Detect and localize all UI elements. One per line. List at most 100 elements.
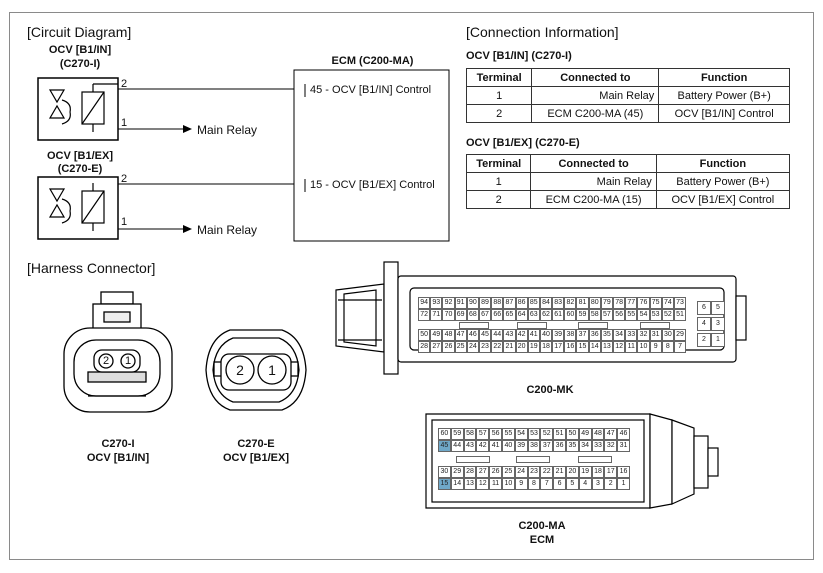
pin-cell: 90: [466, 297, 479, 309]
pin-cell: 43: [463, 440, 477, 452]
pin-cell: 1: [617, 478, 630, 490]
ocv-in-pin-1: 1: [121, 117, 128, 129]
pin-cell: 5: [565, 478, 579, 490]
pin-cell: 54: [637, 309, 650, 321]
pin-cell: 82: [564, 297, 577, 309]
pin-cell: 38: [564, 329, 577, 341]
keying-slot: [517, 322, 547, 329]
c270-i-label: C270-I: [101, 438, 135, 450]
pin-cell: 31: [617, 440, 630, 452]
cell-terminal: 1: [465, 86, 533, 105]
pin-cell: 72: [418, 309, 431, 321]
pin-cell: 50: [418, 329, 431, 341]
table-ex-title: OCV [B1/EX] (C270-E): [466, 137, 580, 149]
pin-cell: 79: [600, 297, 613, 309]
pin-cell: 39: [514, 440, 528, 452]
pin-cell: 93: [430, 297, 443, 309]
pin-cell: 41: [527, 329, 540, 341]
pin-cell: 14: [588, 341, 601, 353]
pin-cell: 44: [491, 329, 504, 341]
pin-cell: 56: [613, 309, 626, 321]
pin-cell: 39: [552, 329, 565, 341]
c270-e-label: C270-E: [237, 438, 275, 450]
pin-cell: 33: [625, 329, 638, 341]
c200-ma-sublabel: ECM: [529, 534, 555, 546]
pin-cell: 29: [450, 466, 464, 478]
pin-cell: 70: [442, 309, 455, 321]
pin-cell: 32: [604, 440, 618, 452]
pin-cell: 29: [673, 329, 687, 341]
col-function: Function: [658, 68, 790, 87]
pin-cell: 37: [576, 329, 589, 341]
pin-cell: 89: [478, 297, 492, 309]
c270-i-sublabel: OCV [B1/IN]: [86, 452, 150, 464]
pin-cell: 33: [591, 440, 605, 452]
pin-cell: 88: [491, 297, 504, 309]
pin-cell: 8: [661, 341, 674, 353]
c270-e-pin-2: 2: [236, 362, 244, 378]
c200-mk-label: C200-MK: [526, 384, 574, 396]
cell-connected-to: Main Relay: [530, 172, 657, 191]
c270-e-connector-drawing: [205, 329, 307, 411]
cell-function: Battery Power (B+): [655, 172, 791, 191]
pin-cell: 37: [540, 440, 554, 452]
pin-cell: 19: [527, 341, 540, 353]
cell-connected-to: Main Relay: [531, 86, 660, 105]
pin-cell: 83: [552, 297, 565, 309]
pin-cell: 30: [438, 466, 451, 478]
pin-cell: 69: [454, 309, 467, 321]
pin-cell: 71: [430, 309, 443, 321]
cell-connected-to: ECM C200-MA (45): [531, 104, 660, 123]
pin-cell: 52: [661, 309, 674, 321]
pin-cell: 62: [539, 309, 553, 321]
pin-cell: 10: [637, 341, 650, 353]
pin-cell: 65: [503, 309, 516, 321]
pin-cell: 20: [565, 466, 579, 478]
ocv-in-valve-symbol: [48, 83, 118, 132]
table-header-row: Terminal Connected to Function: [465, 154, 791, 173]
pin-cell: 18: [539, 341, 553, 353]
c200-ma-label: C200-MA: [518, 520, 566, 532]
ocv-ex-pin-1: 1: [121, 216, 128, 228]
pin-cell: 55: [625, 309, 638, 321]
pin-cell: 78: [613, 297, 626, 309]
keying-slot: [516, 456, 550, 463]
pin-cell: 4: [578, 478, 592, 490]
pin-cell: 56: [489, 428, 502, 440]
pin-cell: 51: [673, 309, 687, 321]
pin-cell: 28: [418, 341, 431, 353]
pin-cell: 17: [604, 466, 618, 478]
connection-table-ocv-ex: Terminal Connected to Function 1 Main Re…: [465, 154, 791, 209]
pin-cell: 87: [503, 297, 516, 309]
pin-cell: 11: [625, 341, 638, 353]
cell-function: OCV [B1/IN] Control: [658, 104, 790, 123]
col-terminal: Terminal: [465, 68, 533, 87]
c270-e-pin-1: 1: [268, 362, 276, 378]
pin-cell: 48: [442, 329, 455, 341]
pin-cell: 66: [491, 309, 504, 321]
pin-cell: 84: [539, 297, 553, 309]
cell-function: OCV [B1/EX] Control: [655, 190, 791, 209]
connection-table-ocv-in: Terminal Connected to Function 1 Main Re…: [465, 68, 790, 123]
pin-cell: 51: [553, 428, 566, 440]
pin-cell: 14: [450, 478, 464, 490]
pin-cell: 54: [514, 428, 528, 440]
pin-cell: 9: [514, 478, 528, 490]
pin-cell: 17: [552, 341, 565, 353]
pin-cell: 80: [588, 297, 601, 309]
cell-terminal: 2: [465, 190, 532, 209]
ocv-ex-name: OCV [B1/EX]: [46, 150, 113, 162]
pin-cell: 11: [489, 478, 502, 490]
pin-cell: 85: [527, 297, 540, 309]
main-relay-label-ex: Main Relay: [197, 223, 258, 237]
pin-cell: 19: [578, 466, 592, 478]
pin-cell: 26: [442, 341, 455, 353]
pin-cell: 38: [527, 440, 541, 452]
pin-cell: 63: [527, 309, 540, 321]
col-connected-to: Connected to: [530, 154, 657, 173]
circuit-diagram-heading: [Circuit Diagram]: [27, 24, 132, 40]
main-relay-label-in: Main Relay: [197, 123, 258, 137]
